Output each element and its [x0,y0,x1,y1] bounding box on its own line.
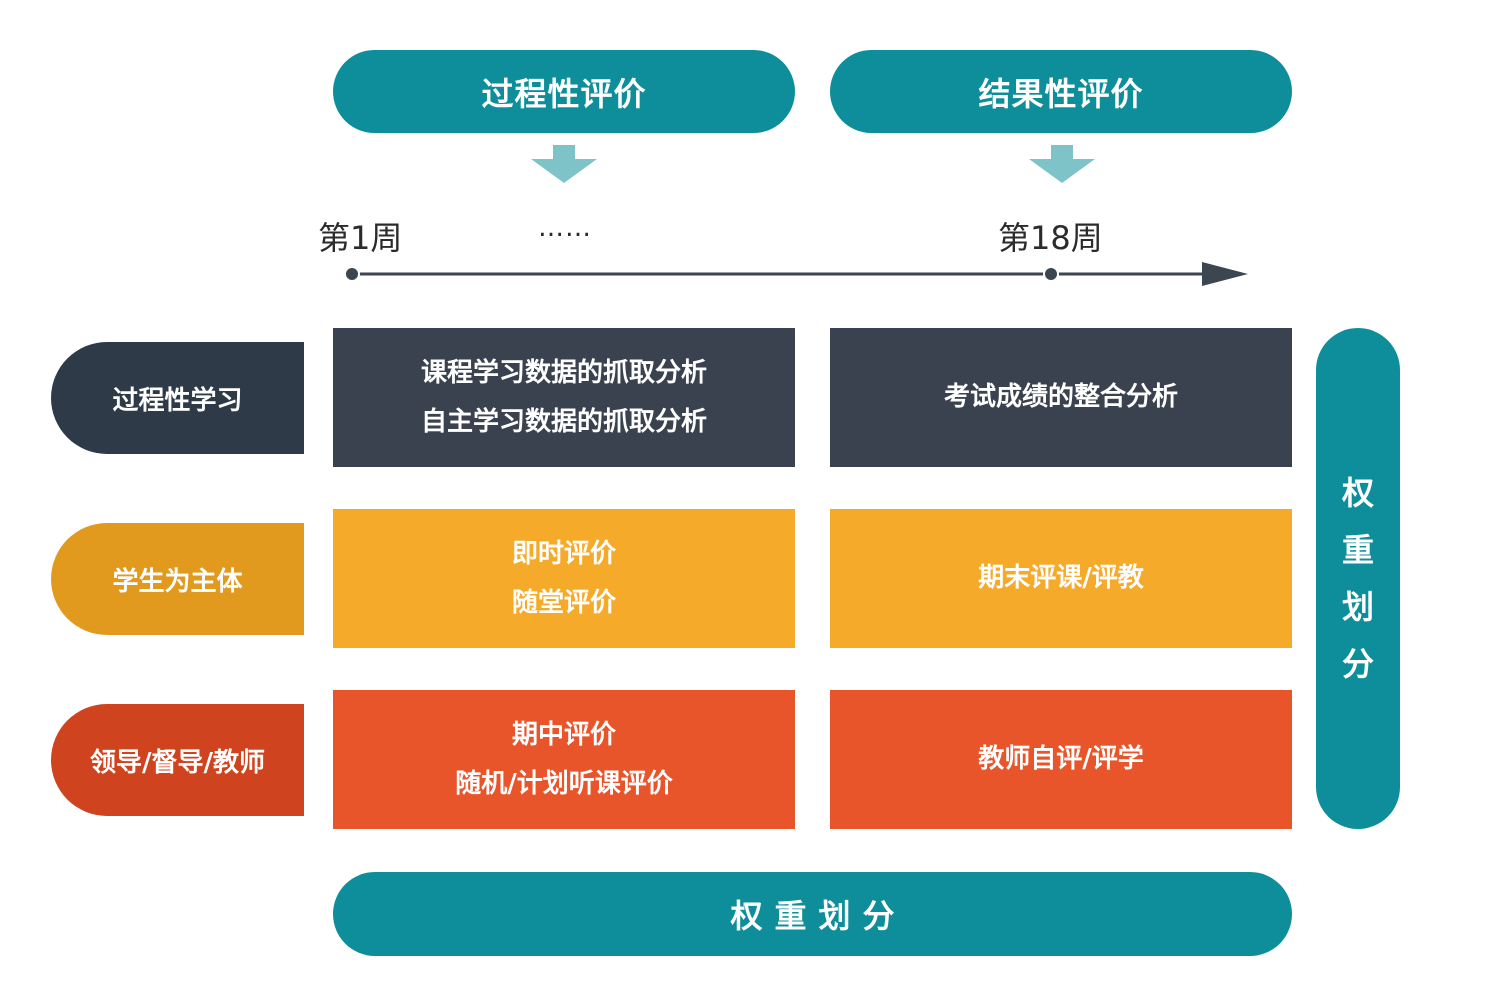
cell-line: 课程学习数据的抓取分析 [420,357,707,388]
side-char: 划 [1341,587,1374,626]
cell-leadership-final: 教师自评/评学 [830,690,1292,829]
cell-line: 教师自评/评学 [978,744,1144,774]
timeline-start-dot [344,266,360,282]
week-start-label: 第1周 [318,219,403,257]
cell-line: 期末评课/评教 [978,563,1144,593]
timeline-arrow [344,262,1248,286]
cell-student-centered-weekly: 即时评价 随堂评价 [333,509,795,648]
side-char: 权 [1341,473,1374,512]
timeline-ellipsis: …… [538,213,592,243]
row-label-text: 领导/督导/教师 [90,747,265,778]
side-char: 重 [1341,530,1374,569]
cell-line: 随堂评价 [511,587,616,618]
cell-student-centered-final: 期末评课/评教 [830,509,1292,648]
cell-line: 随机/计划听课评价 [455,768,673,799]
weight-allocation-vertical: 权 重 划 分 [1316,328,1400,829]
cell-process-learning-weekly: 课程学习数据的抓取分析 自主学习数据的抓取分析 [333,328,795,467]
down-arrow-icon [1029,145,1095,183]
row-label-leadership-teachers: 领导/督导/教师 [51,704,304,816]
process-evaluation-header: 过程性评价 [333,50,795,133]
row-label-text: 学生为主体 [112,566,243,597]
week-end-label: 第18周 [998,219,1103,257]
row-label-process-learning: 过程性学习 [51,342,304,454]
down-arrow-icon [531,145,597,183]
cell-line: 期中评价 [511,719,616,750]
cell-process-learning-final: 考试成绩的整合分析 [830,328,1292,467]
process-evaluation-label: 过程性评价 [481,74,647,113]
side-char: 分 [1341,644,1374,683]
cell-line: 自主学习数据的抓取分析 [420,406,707,437]
row-label-student-centered: 学生为主体 [51,523,304,635]
cell-line: 即时评价 [511,538,616,569]
timeline-end-dot [1043,266,1059,282]
cell-leadership-weekly: 期中评价 随机/计划听课评价 [333,690,795,829]
weight-allocation-horizontal: 权重划分 [333,872,1292,956]
result-evaluation-header: 结果性评价 [830,50,1292,133]
weight-allocation-label: 权重划分 [730,897,907,935]
cell-line: 考试成绩的整合分析 [943,382,1178,412]
result-evaluation-label: 结果性评价 [978,74,1144,113]
row-label-text: 过程性学习 [112,385,243,416]
